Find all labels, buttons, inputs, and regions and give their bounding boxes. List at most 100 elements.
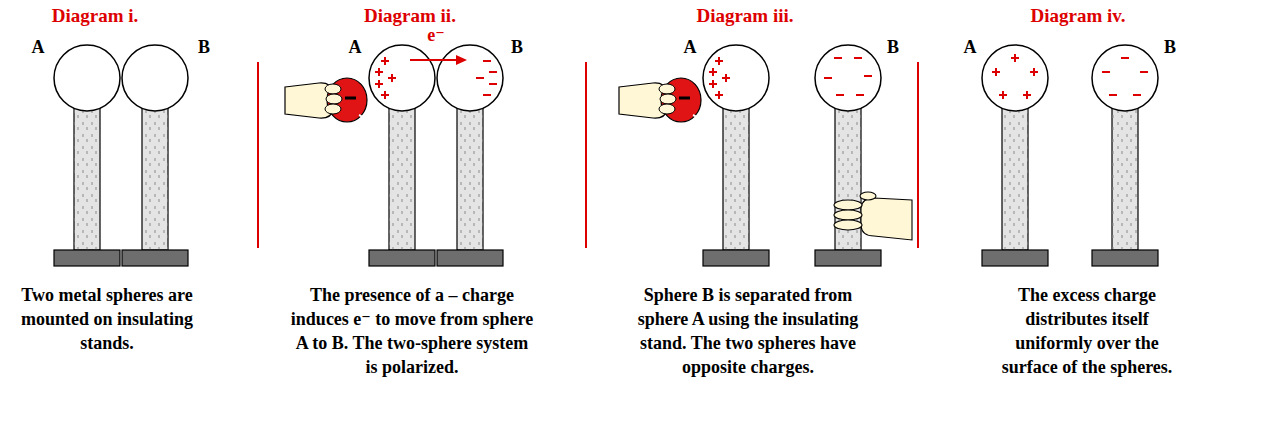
thumb xyxy=(860,192,876,200)
stand-texture xyxy=(1112,104,1138,250)
electron-arrow xyxy=(410,55,467,65)
plus-sign xyxy=(722,74,730,82)
plus-sign xyxy=(381,91,389,99)
minus-sign xyxy=(864,76,872,77)
minus-sign xyxy=(476,78,484,79)
plus-sign xyxy=(375,68,383,76)
stand-base xyxy=(54,250,120,266)
minus-sign xyxy=(489,72,497,73)
finger xyxy=(326,94,342,104)
insulating-stand xyxy=(1002,104,1028,250)
insulating-stand xyxy=(835,104,861,250)
sphere-label: B xyxy=(511,36,523,58)
finger xyxy=(834,200,862,210)
arrow-head xyxy=(456,55,467,65)
stand-texture xyxy=(74,104,100,250)
sphere-label: A xyxy=(349,36,362,58)
sphere-label: A xyxy=(32,36,45,58)
plus-sign xyxy=(375,80,383,88)
insulating-stand xyxy=(457,104,483,250)
plus-sign xyxy=(999,91,1007,99)
minus-sign xyxy=(1109,95,1117,96)
metal-sphere xyxy=(437,45,503,111)
balloon-minus xyxy=(345,97,356,100)
sphere-label: A xyxy=(964,36,977,58)
minus-sign xyxy=(856,95,864,96)
finger xyxy=(834,210,862,220)
stand-base xyxy=(815,250,881,266)
caption-text: The presence of a – charge induces e⁻ to… xyxy=(290,283,535,379)
plus-sign xyxy=(381,57,389,65)
sphere-label: B xyxy=(887,36,899,58)
stand-texture xyxy=(835,104,861,250)
minus-sign xyxy=(1133,95,1141,96)
plus-sign xyxy=(715,91,723,99)
positive-charges xyxy=(375,54,1038,99)
finger xyxy=(325,104,341,114)
separator-line xyxy=(585,62,587,248)
minus-sign xyxy=(836,95,844,96)
metal-sphere xyxy=(54,45,120,111)
stand-base xyxy=(369,250,435,266)
finger xyxy=(834,220,862,230)
metal-sphere xyxy=(815,45,881,111)
metal-sphere xyxy=(122,45,188,111)
sphere-label: B xyxy=(1164,36,1176,58)
minus-sign xyxy=(1102,72,1110,73)
minus-sign xyxy=(1140,72,1148,73)
minus-sign xyxy=(854,58,862,59)
insulating-stand xyxy=(74,104,100,250)
balloon-knot xyxy=(359,115,363,123)
negative-charges xyxy=(476,58,1148,95)
stand-base xyxy=(1092,250,1158,266)
plus-sign xyxy=(709,68,717,76)
plus-sign xyxy=(1030,68,1038,76)
minus-sign xyxy=(1121,58,1129,59)
sphere-label: B xyxy=(198,36,210,58)
stand-texture xyxy=(1002,104,1028,250)
separator-line xyxy=(257,62,259,248)
minus-sign xyxy=(824,78,832,79)
stand-texture xyxy=(457,104,483,250)
minus-sign xyxy=(834,58,842,59)
insulating-stand xyxy=(723,104,749,250)
plus-sign xyxy=(709,80,717,88)
arrow-shaft xyxy=(410,59,458,61)
caption-text: Sphere B is separated from sphere A usin… xyxy=(621,283,876,379)
balloon-knot xyxy=(693,115,697,123)
metal-sphere xyxy=(369,45,435,111)
plus-sign xyxy=(1011,54,1019,62)
sphere-label: A xyxy=(684,36,697,58)
finger xyxy=(660,94,676,104)
diagram-heading: Diagram iv. xyxy=(1031,4,1126,28)
minus-sign xyxy=(489,84,497,85)
stand-base xyxy=(703,250,769,266)
plus-sign xyxy=(388,74,396,82)
finger xyxy=(325,84,341,94)
stand-base xyxy=(437,250,503,266)
plus-sign xyxy=(1023,91,1031,99)
electron-label: e⁻ xyxy=(425,24,447,46)
metal-sphere xyxy=(1092,45,1158,111)
metal-sphere xyxy=(982,45,1048,111)
hand-on-stand xyxy=(834,192,912,240)
stand-texture xyxy=(142,104,168,250)
stand-texture xyxy=(389,104,415,250)
caption-text: The excess charge distributes itself uni… xyxy=(987,283,1187,379)
metal-sphere xyxy=(703,45,769,111)
plus-sign xyxy=(715,57,723,65)
insulating-stand xyxy=(142,104,168,250)
balloon-minus xyxy=(679,97,690,100)
finger xyxy=(659,104,675,114)
plus-sign xyxy=(992,68,1000,76)
diagram-heading: Diagram iii. xyxy=(696,4,793,28)
hand-with-balloon xyxy=(285,78,367,123)
metal-spheres xyxy=(54,45,1158,111)
caption-text: Two metal spheres are mounted on insulat… xyxy=(17,283,197,355)
finger xyxy=(659,84,675,94)
hand xyxy=(861,198,912,240)
insulating-stand xyxy=(1112,104,1138,250)
separator-line xyxy=(917,62,919,248)
insulating-stands xyxy=(54,104,1158,266)
